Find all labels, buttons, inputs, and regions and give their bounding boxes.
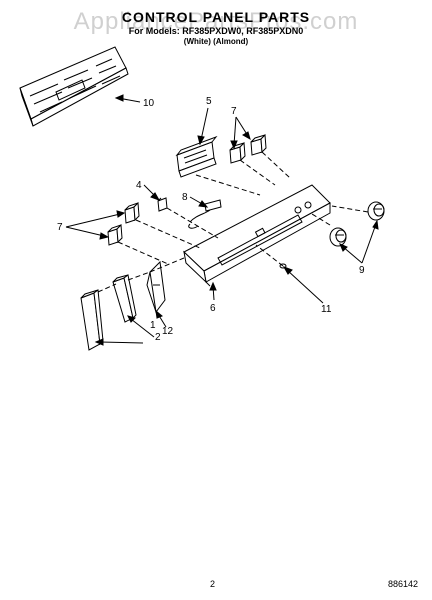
control-knob-part-rear bbox=[367, 201, 385, 221]
assembly-lines bbox=[97, 151, 369, 293]
rear-panel-part bbox=[19, 46, 129, 127]
callout-12: 12 bbox=[162, 326, 174, 337]
electronic-control-part bbox=[175, 135, 218, 178]
page-number: 2 bbox=[210, 579, 216, 589]
wire-harness-part bbox=[188, 199, 222, 229]
end-bracket-part bbox=[146, 260, 166, 314]
watermark: AppliancePartsPros.com bbox=[73, 8, 359, 35]
callout-7-upper: 7 bbox=[231, 106, 237, 117]
colors-line: (White) (Almond) bbox=[183, 37, 249, 46]
document-code: 886142 bbox=[388, 579, 419, 589]
control-knob-part-front bbox=[329, 227, 347, 247]
callout-6: 6 bbox=[210, 303, 216, 314]
callout-2: 2 bbox=[155, 332, 161, 343]
callout-1: 1 bbox=[150, 320, 156, 331]
callout-9: 9 bbox=[359, 265, 365, 276]
side-trim-part bbox=[112, 274, 137, 323]
models-line: For Models: RF385PXDW0, RF385PXDN0 bbox=[128, 26, 304, 36]
control-insert-part bbox=[279, 263, 287, 269]
control-panel-part bbox=[183, 184, 331, 287]
leader-lines bbox=[65, 94, 379, 346]
callout-8: 8 bbox=[182, 192, 188, 203]
callout-5: 5 bbox=[206, 96, 212, 107]
switch-part-left-top bbox=[124, 201, 140, 224]
callout-7-left: 7 bbox=[57, 222, 63, 233]
callout-10: 10 bbox=[143, 98, 155, 109]
page-title: CONTROL PANEL PARTS bbox=[121, 9, 311, 25]
switch-part-upper-right bbox=[250, 133, 267, 156]
switch-part-left-bottom bbox=[107, 223, 123, 246]
callout-4: 4 bbox=[136, 180, 142, 191]
callout-11: 11 bbox=[321, 304, 332, 315]
switch-part-upper-left bbox=[229, 141, 246, 164]
